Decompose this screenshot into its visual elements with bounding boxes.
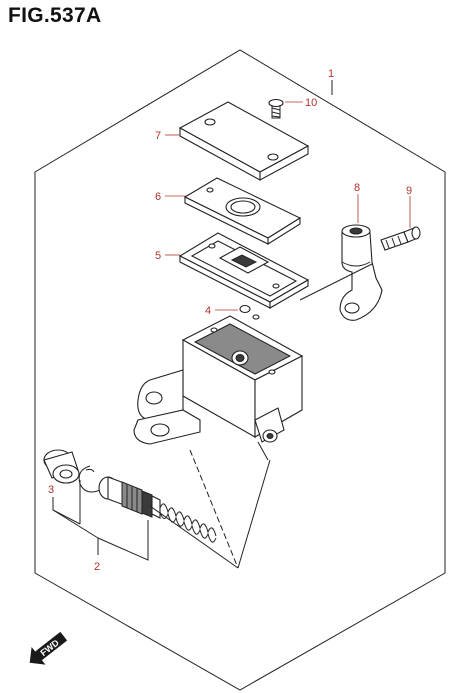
part-9-bolt[interactable] [380, 226, 421, 251]
part-3-boot[interactable] [43, 449, 80, 484]
part-4-small-ring[interactable] [239, 304, 260, 320]
callout-2[interactable]: 2 [94, 561, 100, 573]
guide-line-bolt [299, 263, 373, 301]
part-8-holder[interactable] [339, 224, 383, 321]
leader-2-left [52, 509, 99, 539]
assembly-outline [34, 49, 446, 691]
callout-6[interactable]: 6 [155, 191, 161, 203]
guide-line-body [237, 459, 271, 569]
master-cylinder-body[interactable] [133, 315, 304, 461]
part-7-reservoir-cap[interactable] [178, 101, 310, 181]
guide-line-piston [149, 505, 239, 569]
leader-2-bracket [97, 520, 149, 561]
callout-8[interactable]: 8 [354, 182, 360, 194]
callout-3[interactable]: 3 [48, 484, 54, 496]
callout-5[interactable]: 5 [155, 250, 161, 262]
part-6-diaphragm-plate[interactable] [183, 177, 302, 245]
leader-3 [52, 497, 81, 525]
fwd-arrow-icon: FWD [29, 631, 68, 665]
part-10-screw[interactable] [268, 98, 284, 119]
guide-line-spring [189, 449, 239, 569]
figure-title: FIG.537A [8, 4, 102, 27]
circlip[interactable] [78, 465, 101, 493]
piston-set[interactable] [98, 476, 161, 519]
callout-1[interactable]: 1 [328, 68, 334, 80]
callout-10[interactable]: 10 [305, 97, 317, 109]
callout-9[interactable]: 9 [406, 185, 412, 197]
part-5-diaphragm[interactable] [178, 232, 310, 309]
callout-7[interactable]: 7 [155, 130, 161, 142]
spring[interactable] [159, 503, 217, 543]
callout-4[interactable]: 4 [205, 305, 211, 317]
